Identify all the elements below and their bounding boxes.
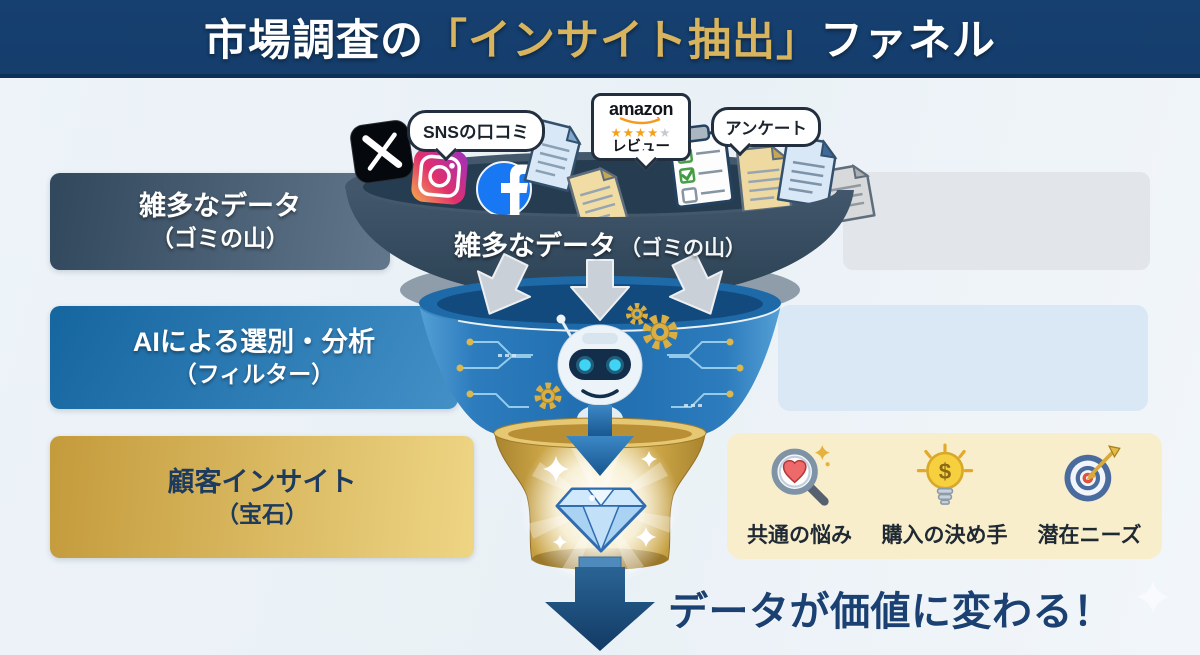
title-banner: 市場調査の「インサイト抽出」ファネル [0,0,1200,78]
amazon-logo-text: amazon [608,99,674,119]
amazon-review-bubble: amazon ★★★★★ レビュー [591,93,691,161]
stage2-track [778,305,1148,411]
amazon-review-label: レビュー [612,139,670,156]
funnel-caption-subtitle: （ゴミの山） [620,237,746,260]
insight-label: 共通の悩み [747,524,852,547]
star-empty: ★ [659,126,672,140]
title-highlight: 「インサイト抽出」 [424,17,820,65]
target-dart-icon [1064,445,1121,502]
amazon-smile-icon [619,117,661,125]
stage1-track [843,172,1150,270]
amazon-star-rating: ★★★★★ [610,126,671,140]
insight-latent-needs: 潜在ニーズ [1019,443,1161,549]
insight-label: 購入の決め手 [881,524,1008,547]
stage3-subtitle: （宝石） [216,500,308,527]
gear-icon [534,382,562,410]
title-suffix: ファネル [820,17,996,65]
magnifier-heart-icon [771,445,830,506]
stage2-label-box: AIによる選別・分析 （フィルター） [50,306,458,409]
funnel-caption-title: 雑多なデータ [454,231,616,261]
conclusion-text: データが価値に変わる！ [668,590,1114,634]
lightbulb-dollar-icon: $ [916,443,973,505]
x-twitter-icon [350,120,414,184]
stage3-label-box: 顧客インサイト （宝石） [50,436,474,558]
data-source-icons [350,118,876,234]
insight-label: 潜在ニーズ [1037,524,1142,547]
gear-icon [642,314,678,350]
sparkle-icon [1136,580,1170,614]
down-arrow-icon [668,253,724,315]
sns-bubble-text: SNSの口コミ [423,121,529,142]
stage1-funnel-caption: 雑多なデータ（ゴミの山） [400,224,800,263]
circuit-nodes [456,338,744,398]
flow-arrows-gray [476,253,724,321]
stage1-title: 雑多なデータ [139,191,301,221]
dollar-symbol: $ [938,459,951,484]
stage1-label-box: 雑多なデータ （ゴミの山） [50,173,390,270]
gear-icon [626,303,648,325]
insight-purchase-drivers: $ 購入の決め手 [874,443,1016,549]
stage2-subtitle: （フィルター） [173,361,335,388]
diamond-icon [555,487,647,553]
facebook-icon [476,161,532,217]
title-prefix: 市場調査の [204,17,424,65]
document-icon [776,134,838,209]
output-arrow-icon [545,567,655,651]
sns-bubble: SNSの口コミ [407,110,545,152]
circuit-bits [498,354,702,407]
document-icon [566,166,629,234]
sparkle-icon [543,450,658,550]
page-title: 市場調査の「インサイト抽出」ファネル [204,6,996,68]
funnel-bowl-front [346,190,854,303]
insights-panel: 共通の悩み $ 購入の決め手 [727,433,1162,559]
stage1-subtitle: （ゴミの山） [151,225,289,252]
insight-common-pains: 共通の悩み [729,443,871,549]
stage2-title: AIによる選別・分析 [132,327,376,357]
survey-bubble-text: アンケート [725,120,807,138]
stars-filled: ★★★★ [610,126,660,140]
blue-arrow-icon [566,405,634,476]
down-arrow-icon [476,253,532,315]
circuit-traces [462,341,738,408]
down-arrow-icon [570,259,630,321]
survey-bubble: アンケート [711,107,821,147]
stage3-title: 顧客インサイト [167,466,357,497]
